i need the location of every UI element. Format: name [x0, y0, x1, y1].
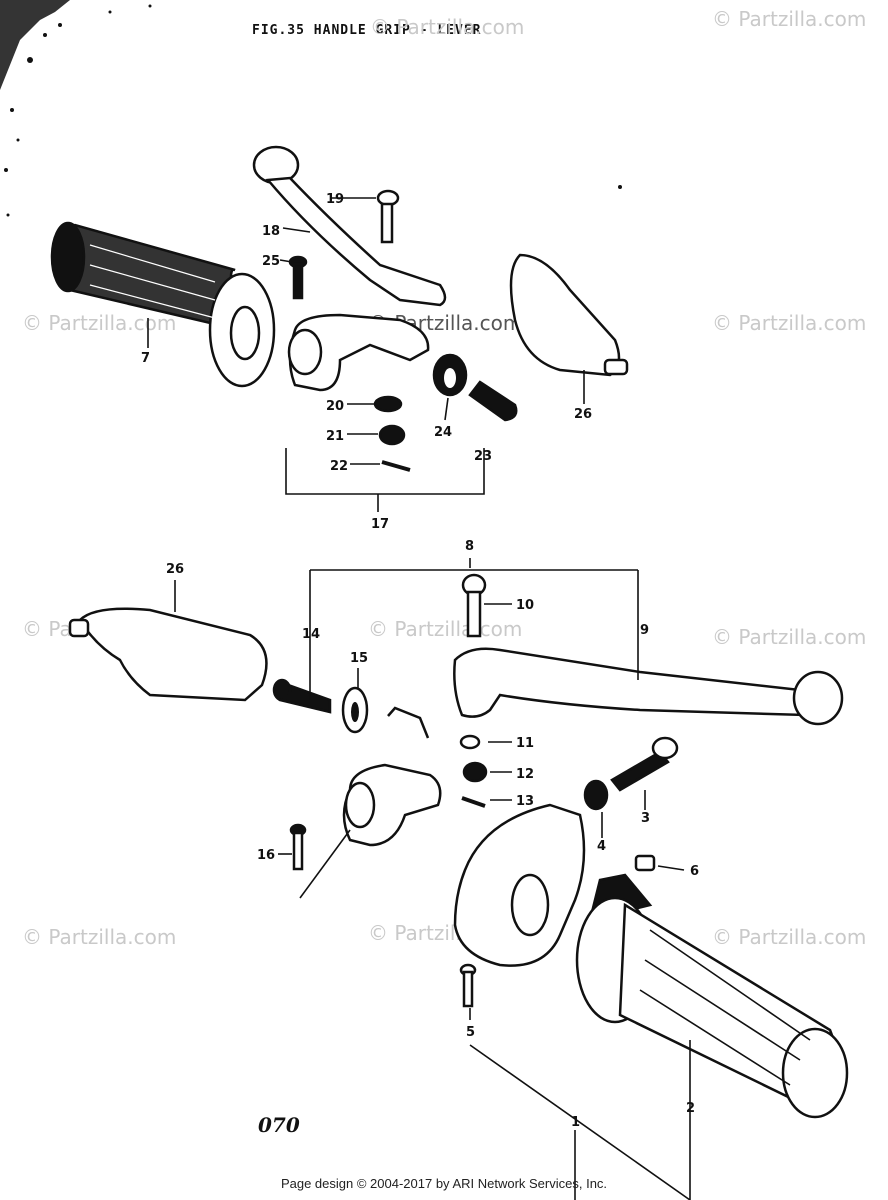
watermark-text: © Partzilla.com	[712, 925, 866, 949]
callout-19: 19	[326, 192, 344, 207]
part-14-bolt	[272, 678, 332, 714]
callout-26-lower: 26	[166, 562, 184, 577]
watermark-text: © Partzilla.com	[368, 617, 522, 641]
part-23-bolt	[468, 380, 518, 422]
callout-12: 12	[516, 767, 534, 782]
spring	[387, 706, 430, 739]
lever-holder-lower	[342, 763, 442, 847]
watermarks: © Partzilla.com © Partzilla.com © Partzi…	[22, 7, 866, 949]
part-19-lever-bolt	[376, 189, 400, 244]
callout-3: 3	[641, 811, 650, 826]
part-12-nut	[462, 761, 488, 783]
watermark-text: © Partzilla.com	[22, 925, 176, 949]
watermark-text: © Partzilla.com	[370, 15, 524, 39]
scan-noise	[0, 0, 622, 217]
callout-7: 7	[141, 351, 150, 366]
callout-26-upper: 26	[574, 407, 592, 422]
callout-9: 9	[640, 623, 649, 638]
watermark-text: © Partzilla.com	[712, 625, 866, 649]
callout-14: 14	[302, 627, 320, 642]
part-24-washer	[432, 353, 468, 397]
callout-22: 22	[330, 459, 348, 474]
callout-21: 21	[326, 429, 344, 444]
footer-copyright: Page design © 2004-2017 by ARI Network S…	[280, 1176, 608, 1191]
part-2-right-grip	[575, 873, 849, 1119]
callout-24: 24	[434, 425, 452, 440]
callout-1: 1	[571, 1115, 580, 1130]
watermark-text: © Partzilla.com	[712, 7, 866, 31]
part-16-screw	[289, 823, 307, 871]
part-9-brake-lever	[453, 647, 844, 726]
part-7-left-grip	[50, 221, 276, 388]
callout-11: 11	[516, 736, 534, 751]
callout-10: 10	[516, 598, 534, 613]
watermark-text: © Partzilla.com	[22, 311, 176, 335]
callout-13: 13	[516, 794, 534, 809]
callout-18: 18	[262, 224, 280, 239]
part-6-nut	[634, 854, 656, 872]
callout-20: 20	[326, 399, 344, 414]
callout-25: 25	[262, 254, 280, 269]
callout-23: 23	[474, 449, 492, 464]
watermark-text: © Partzilla.com	[712, 311, 866, 335]
callout-17: 17	[371, 517, 389, 532]
figure-title: FIG.35 HANDLE GRIP - LEVER	[252, 23, 482, 38]
callout-2: 2	[686, 1101, 695, 1116]
callout-6: 6	[690, 864, 699, 879]
part-26-upper-cover	[509, 253, 629, 377]
throttle-housing	[453, 803, 586, 967]
figure-code: 070	[258, 1113, 300, 1137]
callout-4: 4	[597, 839, 606, 854]
callout-15: 15	[350, 651, 368, 666]
part-11-washer	[459, 734, 481, 750]
callout-16: 16	[257, 848, 275, 863]
callout-8: 8	[465, 539, 474, 554]
part-5-screw	[459, 963, 477, 1008]
part-17-lever-holder	[287, 313, 430, 472]
part-26-lower-cover	[68, 607, 268, 702]
part-25-screw	[288, 255, 308, 300]
part-4-nut	[583, 779, 609, 811]
part-10-bolt	[461, 573, 487, 638]
callout-5: 5	[466, 1025, 475, 1040]
part-18-clutch-lever	[252, 145, 447, 307]
leader-lines	[147, 197, 691, 1200]
part-15-washer	[341, 686, 369, 734]
part-3-bolt	[610, 736, 679, 792]
part-13-pin	[461, 796, 486, 808]
callouts: 1 2 3 4 5 6 7 8 9 10 11 12 13 14 15 16 1…	[141, 192, 699, 1130]
